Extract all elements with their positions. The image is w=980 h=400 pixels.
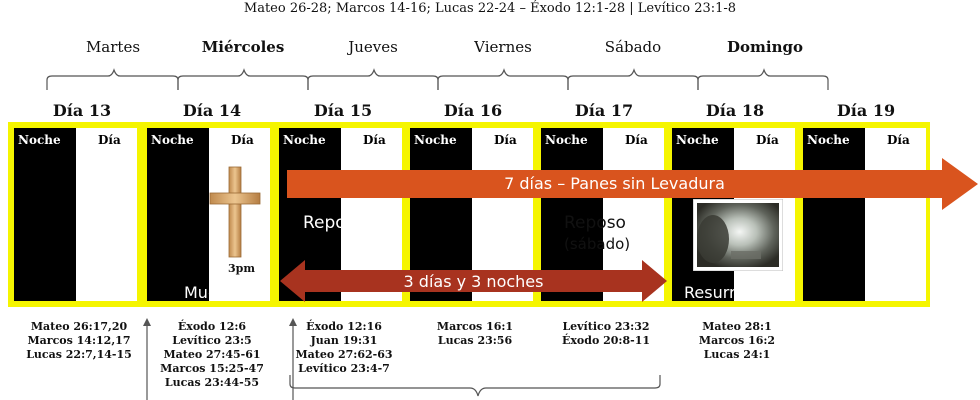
ref-line: Lucas 23:56 [437, 334, 513, 347]
day-label: Día [756, 133, 779, 147]
night-block [803, 128, 865, 301]
day-label-13: Día 13 [52, 101, 112, 120]
day-cell-13: Noche Día [14, 128, 137, 301]
ref-line: Marcos 16:2 [698, 334, 776, 347]
header-references: Mateo 26-28; Marcos 14-16; Lucas 22-24 –… [243, 1, 737, 16]
bottom-brace [289, 375, 661, 397]
ref-line: Levítico 23:5 [172, 334, 252, 347]
brace-jueves [307, 68, 439, 90]
refs-day-13: Mateo 26:17,20 Marcos 14:12,17 Lucas 22:… [14, 320, 144, 362]
brace-domingo [697, 68, 829, 90]
ref-line: Mateo 28:1 [702, 320, 772, 333]
night-label: Noche [151, 133, 194, 147]
brace-martes [46, 68, 179, 90]
day-label-18: Día 18 [705, 101, 765, 120]
ref-line: Éxodo 20:8-11 [561, 334, 651, 347]
night-label: Noche [414, 133, 457, 147]
night-block [147, 128, 209, 301]
refs-day-15: Éxodo 12:16 Juan 19:31 Mateo 27:62-63 Le… [279, 320, 409, 376]
night-label: Noche [18, 133, 61, 147]
arrow-panes-label: 7 días – Panes sin Levadura [504, 174, 725, 193]
weekday-domingo: Domingo [727, 38, 803, 56]
day-label-14: Día 14 [182, 101, 242, 120]
ref-line: Lucas 23:44-55 [164, 376, 260, 389]
arrow-three-days-label: 3 días y 3 noches [403, 272, 544, 291]
night-label: Noche [676, 133, 719, 147]
day-label: Día [231, 133, 254, 147]
ref-line: Marcos 14:12,17 [27, 334, 131, 347]
day-label-17: Día 17 [574, 101, 634, 120]
weekday-jueves: Jueves [348, 38, 398, 56]
weekday-viernes: Viernes [474, 38, 532, 56]
night-block [14, 128, 76, 301]
ref-line: Mateo 27:62-63 [295, 348, 393, 361]
ref-line: Mateo 26:17,20 [30, 320, 128, 333]
muerte-label: Muerte [184, 283, 241, 302]
refs-day-16: Marcos 16:1 Lucas 23:56 [410, 320, 540, 348]
ref-line: Marcos 15:25-47 [160, 362, 264, 375]
ref-line: Lucas 24:1 [703, 348, 771, 361]
day-label-15: Día 15 [313, 101, 373, 120]
time-label: 3pm [228, 262, 255, 275]
ref-line: Levítico 23:4-7 [298, 362, 390, 375]
ref-line: Éxodo 12:16 [306, 320, 382, 333]
cross-image [209, 166, 261, 258]
arrow-three-days [280, 260, 667, 302]
sabado-label: (sábado) [564, 235, 631, 253]
night-label: Noche [545, 133, 588, 147]
refs-day-14: Éxodo 12:6 Levítico 23:5 Mateo 27:45-61 … [147, 320, 277, 390]
refs-day-18: Mateo 28:1 Marcos 16:2 Lucas 24:1 [672, 320, 802, 362]
reposo-label-2: Reposo [564, 213, 626, 233]
empty-tomb-image [693, 199, 783, 271]
brace-miercoles [177, 68, 309, 90]
night-label: Noche [807, 133, 850, 147]
weekday-miercoles: Miércoles [201, 38, 285, 56]
brace-sabado [567, 68, 699, 90]
day-label: Día [494, 133, 517, 147]
day-label: Día [98, 133, 121, 147]
ref-line: Juan 19:31 [310, 334, 378, 347]
ref-line: Lucas 22:7,14-15 [26, 348, 132, 361]
day-cell-14: Noche Día [147, 128, 270, 301]
day-label-16: Día 16 [443, 101, 503, 120]
brace-viernes [437, 68, 569, 90]
day-label: Día [625, 133, 648, 147]
ref-line: Éxodo 12:6 [177, 320, 247, 333]
ref-line: Marcos 16:1 [436, 320, 514, 333]
resurreccion-label: Resurreción [684, 283, 779, 302]
weekday-sabado: Sábado [604, 38, 662, 56]
ref-line: Levítico 23:32 [562, 320, 650, 333]
day-cell-19: Noche Día [803, 128, 926, 301]
ref-line: Mateo 27:45-61 [163, 348, 261, 361]
weekday-martes: Martes [85, 38, 141, 56]
reposo-label-1: Reposo [303, 213, 365, 233]
arrow-panes-sin-levadura [287, 158, 978, 210]
day-label: Día [363, 133, 386, 147]
night-label: Noche [283, 133, 326, 147]
day-label: Día [887, 133, 910, 147]
refs-day-17: Levítico 23:32 Éxodo 20:8-11 [541, 320, 671, 348]
day-label-19: Día 19 [836, 101, 896, 120]
